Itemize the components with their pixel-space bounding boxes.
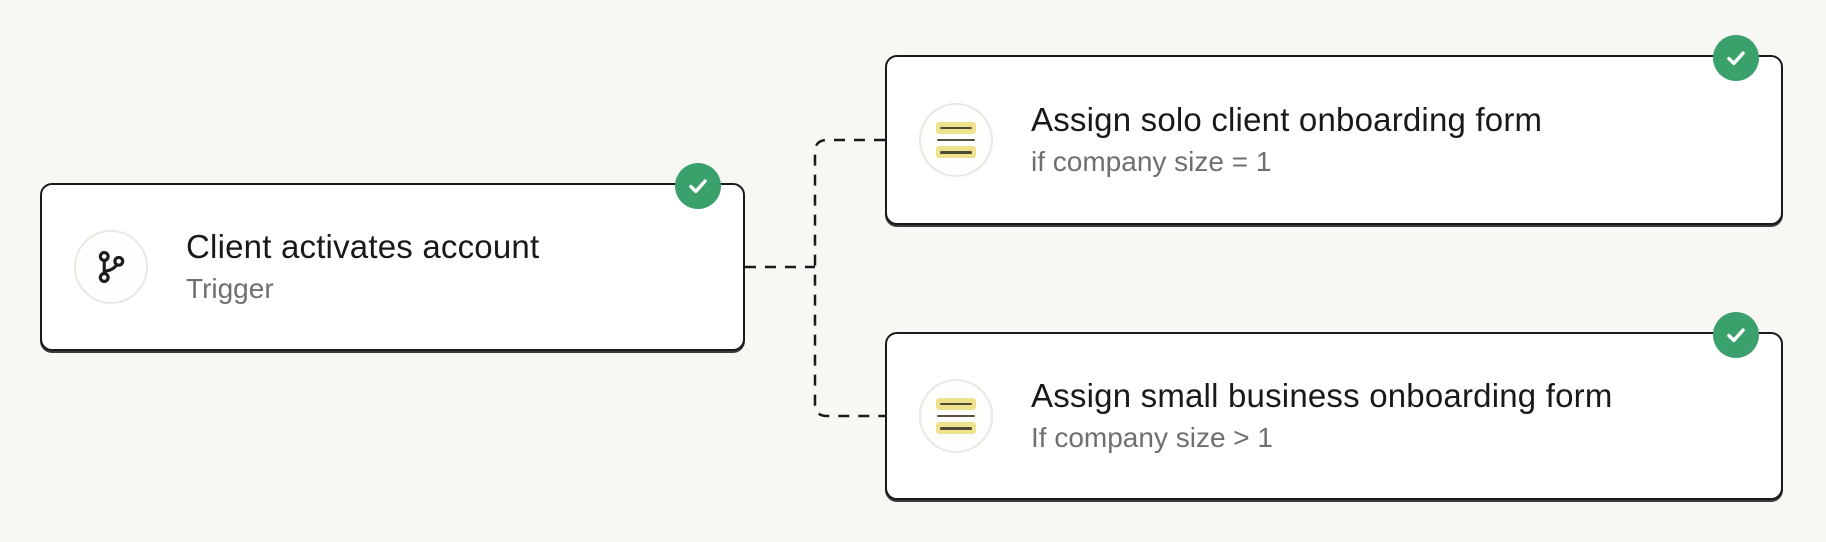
node-text-block: Client activates account Trigger	[186, 228, 539, 305]
node-text-block: Assign small business onboarding form If…	[1031, 377, 1613, 454]
git-branch-icon	[98, 251, 125, 283]
connector-branch	[813, 138, 885, 418]
node-title: Client activates account	[186, 228, 540, 266]
status-badge-completed	[675, 163, 721, 209]
status-badge-completed	[1713, 312, 1759, 358]
trigger-icon-circle	[74, 230, 148, 304]
workflow-node-solo-onboarding[interactable]: Assign solo client onboarding form if co…	[885, 35, 1783, 225]
workflow-node-small-business-onboarding[interactable]: Assign small business onboarding form If…	[885, 312, 1783, 500]
form-icon-circle	[919, 379, 993, 453]
form-icon-circle	[919, 103, 993, 177]
status-badge-completed	[1713, 35, 1759, 81]
node-subtitle: if company size = 1	[1031, 146, 1272, 178]
workflow-node-trigger[interactable]: Client activates account Trigger	[40, 163, 745, 351]
node-text-block: Assign solo client onboarding form if co…	[1031, 101, 1542, 178]
checkmark-icon	[689, 179, 707, 194]
node-subtitle: Trigger	[186, 273, 274, 305]
checkmark-icon	[1727, 51, 1745, 66]
form-lines-icon	[936, 397, 976, 435]
node-title: Assign small business onboarding form	[1031, 377, 1613, 415]
form-lines-icon	[936, 121, 976, 159]
checkmark-icon	[1727, 328, 1745, 343]
node-subtitle: If company size > 1	[1031, 422, 1274, 454]
node-title: Assign solo client onboarding form	[1031, 101, 1543, 139]
